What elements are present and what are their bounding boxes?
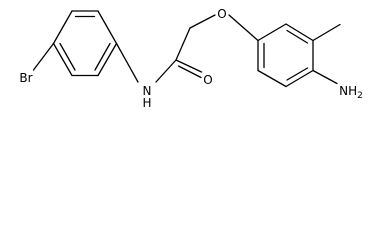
- carbonyl-double-bond-outer: [175, 59, 203, 73]
- bromine-label: Br: [19, 71, 32, 85]
- methyl-bond: [312, 23, 341, 42]
- ring-n-bond: [115, 42, 139, 83]
- amino-nh-text: NH: [339, 84, 357, 98]
- molecule-drawing: Br N H O O NH2: [19, 7, 363, 107]
- carbonyl-double-bond-inner: [177, 65, 202, 79]
- amino-subscript-text: 2: [357, 91, 363, 101]
- carbonyl-ch2-bond: [175, 27, 191, 61]
- n-carbonyl-bond: [155, 59, 177, 83]
- ch2-ether-bond: [189, 14, 216, 29]
- bromophenyl-ring: [52, 10, 118, 77]
- ether-oxygen-label: O: [217, 7, 226, 21]
- c-br-bond: [32, 42, 55, 71]
- structure-diagram: Br N H O O NH2: [0, 0, 384, 107]
- amino-group-label: NH2: [339, 84, 363, 101]
- amino-bond: [312, 69, 338, 85]
- aminomethylphenyl-ring: [257, 23, 314, 88]
- amide-nitrogen-label: N: [143, 84, 152, 98]
- amide-hydrogen-label: H: [142, 96, 151, 107]
- carbonyl-oxygen-label: O: [203, 73, 212, 87]
- ether-ring-bond: [228, 14, 259, 42]
